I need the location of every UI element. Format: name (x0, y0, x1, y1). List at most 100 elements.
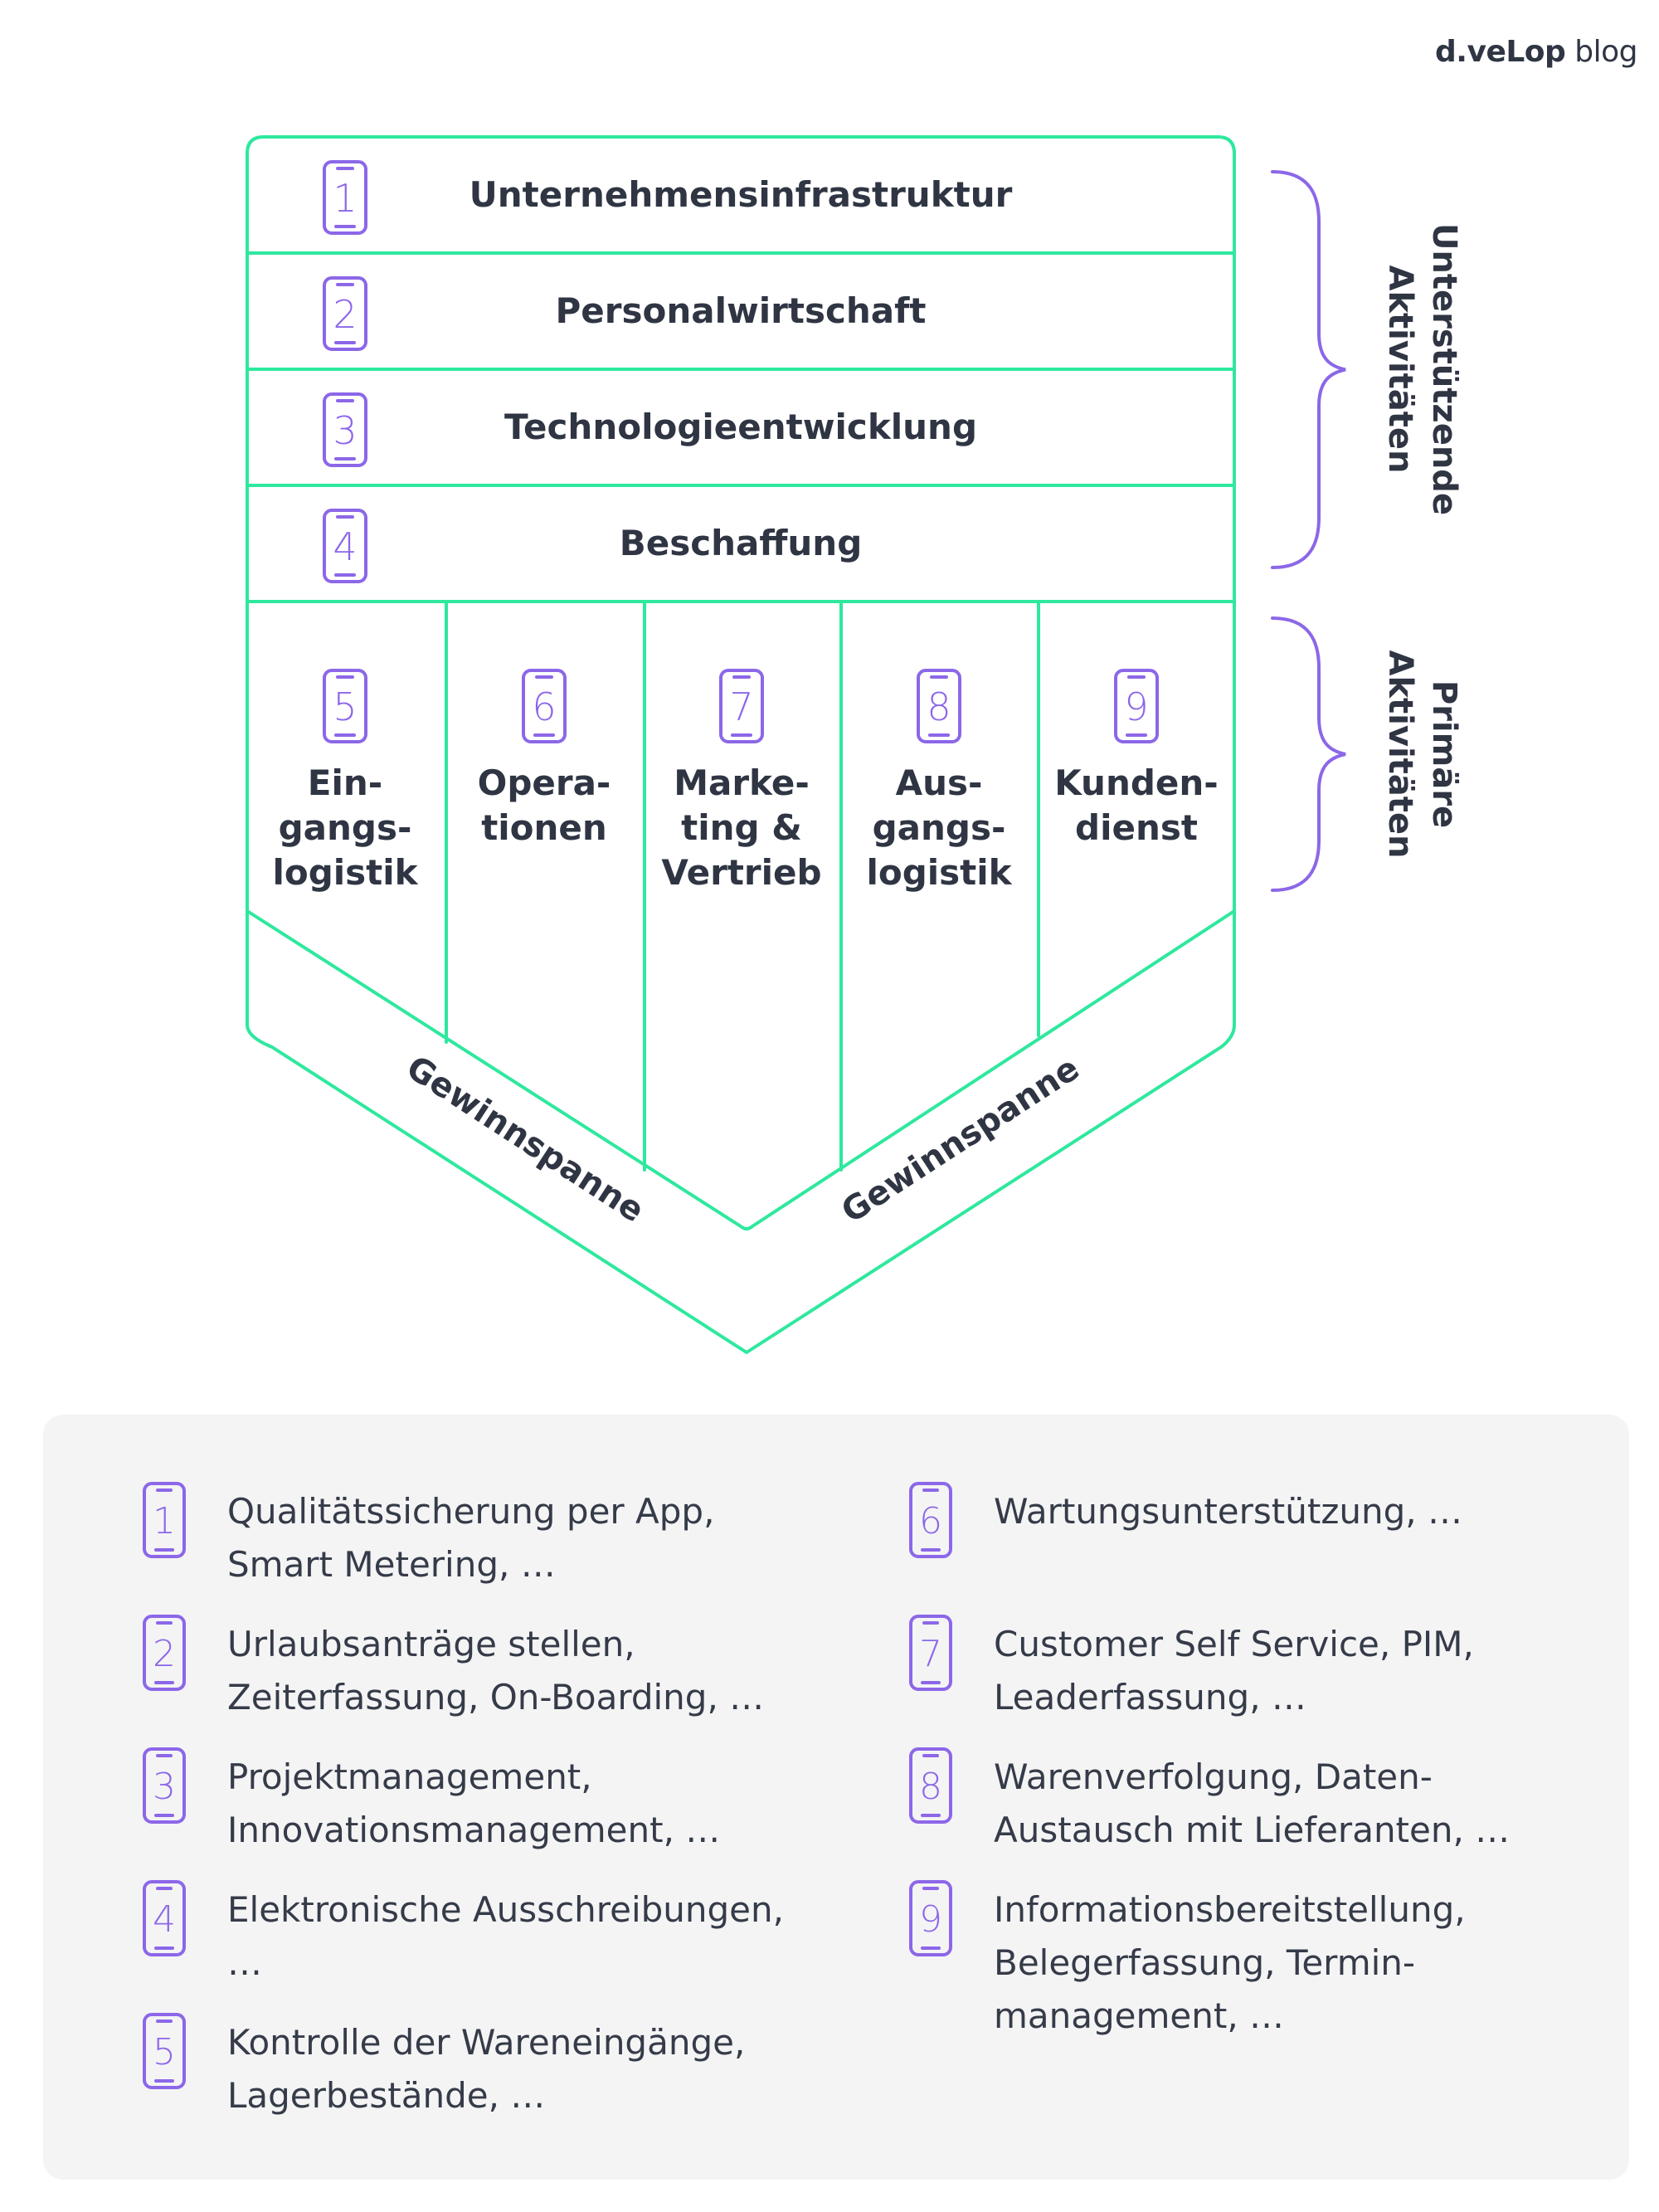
legend-text-line: … (227, 1942, 262, 1983)
legend-text-line: Informationsbereitstellung, (994, 1889, 1466, 1930)
legend-text: Customer Self Service, PIM, Leaderfassung… (994, 1618, 1591, 1724)
profit-margin-label: Gewinnspanne (400, 1049, 651, 1230)
primary-column-label-line: logistik (866, 852, 1012, 893)
smartphone-icon: 7 (909, 1615, 952, 1691)
smartphone-icon: 9 (1114, 669, 1159, 743)
primary-column-label-line: Ein- (308, 763, 382, 803)
bracket-label-line: Aktivitäten (1381, 265, 1419, 473)
smartphone-icon: 2 (143, 1615, 186, 1691)
smartphone-icon: 1 (323, 160, 367, 235)
primary-activities-brace (1271, 616, 1346, 892)
smartphone-number: 1 (153, 1500, 176, 1542)
legend-text: Projektmanagement, Innovationsmanagement,… (227, 1751, 825, 1857)
legend-text: Wartungsunterstützung, … (994, 1485, 1591, 1538)
logo-suffix: blog (1565, 35, 1637, 69)
smartphone-icon: 2 (323, 276, 367, 351)
smartphone-icon: 8 (909, 1747, 952, 1824)
primary-column-label-line: gangs- (279, 807, 412, 848)
legend-text: Kontrolle der Wareneingänge, Lagerbeständ… (227, 2016, 825, 2122)
legend-text-line: Smart Metering, … (227, 1544, 556, 1585)
support-row: 3 Technologieentwicklung (323, 392, 977, 467)
primary-column-label-line: Kunden- (1054, 763, 1219, 803)
legend-text-line: Warenverfolgung, Daten- (994, 1756, 1433, 1797)
smartphone-icon: 3 (323, 392, 367, 467)
smartphone-number: 3 (153, 1766, 176, 1808)
smartphone-icon: 6 (909, 1482, 952, 1558)
primary-column-label-line: gangs- (873, 807, 1006, 848)
primary-column-label-line: dienst (1075, 807, 1198, 848)
smartphone-icon: 8 (917, 669, 961, 743)
legend-panel: 1 Qualitätssicherung per App, Smart Meteri… (43, 1415, 1629, 2180)
legend-text-line: Urlaubsanträge stellen, (227, 1624, 635, 1664)
profit-margin-label: Gewinnspanne (835, 1050, 1087, 1231)
legend-text-line: Lagerbestände, … (227, 2075, 546, 2116)
support-row: 2 Personalwirtschaft (323, 276, 927, 351)
smartphone-icon: 6 (522, 669, 567, 743)
bracket-label-line: Unterstützende (1425, 223, 1463, 515)
support-row: 1 Unternehmensinfrastruktur (323, 160, 1013, 235)
legend-text: Elektronische Ausschreibungen, … (227, 1883, 825, 1990)
smartphone-number: 6 (919, 1500, 942, 1542)
support-activities-brace (1271, 170, 1346, 569)
profit-margin-inner-chevron (246, 909, 1236, 1230)
smartphone-number: 1 (333, 176, 357, 221)
legend-text: Informationsbereitstellung, Belegerfassun… (994, 1883, 1591, 2043)
legend-text-line: Elektronische Ausschreibungen, (227, 1889, 784, 1930)
smartphone-icon: 7 (719, 669, 764, 743)
legend-text-line: Innovationsmanagement, … (227, 1810, 721, 1850)
smartphone-number: 4 (153, 1898, 176, 1941)
activity-brackets: UnterstützendeAktivitätenPrimäreAktivitä… (1271, 170, 1463, 892)
legend-text-line: Projektmanagement, (227, 1756, 592, 1797)
legend-text-line: Customer Self Service, PIM, (994, 1624, 1474, 1664)
legend-text-line: Austausch mit Lieferanten, … (994, 1810, 1511, 1850)
value-chain-diagram: 1 Unternehmensinfrastruktur 2 Personalwirts… (246, 135, 1463, 1354)
primary-column-label-line: ting & (681, 807, 802, 848)
smartphone-number: 2 (333, 292, 357, 337)
smartphone-number: 2 (153, 1633, 176, 1675)
smartphone-number: 5 (153, 2031, 176, 2073)
legend-text: Urlaubsanträge stellen, Zeiterfassung, On… (227, 1618, 825, 1724)
smartphone-icon: 3 (143, 1747, 186, 1824)
smartphone-number: 5 (333, 685, 357, 729)
logo-brand: d.veLop (1435, 35, 1566, 69)
legend-text-line: Qualitätssicherung per App, (227, 1491, 715, 1532)
smartphone-icon: 5 (143, 2013, 186, 2089)
smartphone-number: 8 (927, 685, 951, 729)
frame-outline (246, 135, 1236, 1354)
smartphone-number: 7 (729, 685, 753, 729)
legend-text-line: Leaderfassung, … (994, 1677, 1306, 1717)
smartphone-number: 9 (1124, 685, 1148, 729)
support-row-label: Technologieentwicklung (504, 407, 977, 447)
dvelop-blog-logo: d.veLop blog (1435, 35, 1637, 69)
smartphone-number: 8 (919, 1766, 942, 1808)
primary-column-label-line: Marke- (674, 763, 810, 803)
smartphone-number: 7 (919, 1633, 942, 1675)
legend-text: Warenverfolgung, Daten- Austausch mit Lie… (994, 1751, 1591, 1857)
smartphone-icon: 5 (323, 669, 367, 743)
primary-column-label-line: Vertrieb (661, 852, 821, 893)
smartphone-icon: 1 (143, 1482, 186, 1558)
legend-text: Qualitätssicherung per App, Smart Meterin… (227, 1485, 825, 1591)
smartphone-number: 9 (919, 1898, 942, 1941)
primary-column-label-line: Opera- (478, 763, 611, 803)
legend-text-line: Kontrolle der Wareneingänge, (227, 2022, 746, 2063)
primary-column-label-line: tionen (481, 807, 607, 848)
bracket-label-line: Aktivitäten (1381, 650, 1419, 858)
primary-column-label-line: logistik (272, 852, 418, 893)
support-activities: 1 Unternehmensinfrastruktur 2 Personalwirts… (323, 160, 1013, 583)
smartphone-icon: 9 (909, 1880, 952, 1956)
legend-text-line: Zeiterfassung, On-Boarding, … (227, 1677, 765, 1717)
legend-text-line: Belegerfassung, Termin- (994, 1942, 1416, 1983)
support-row-label: Personalwirtschaft (556, 290, 927, 331)
primary-column-label-line: Aus- (896, 763, 983, 803)
support-row-label: Unternehmensinfrastruktur (469, 174, 1013, 215)
bracket-label-line: Primäre (1425, 680, 1463, 828)
